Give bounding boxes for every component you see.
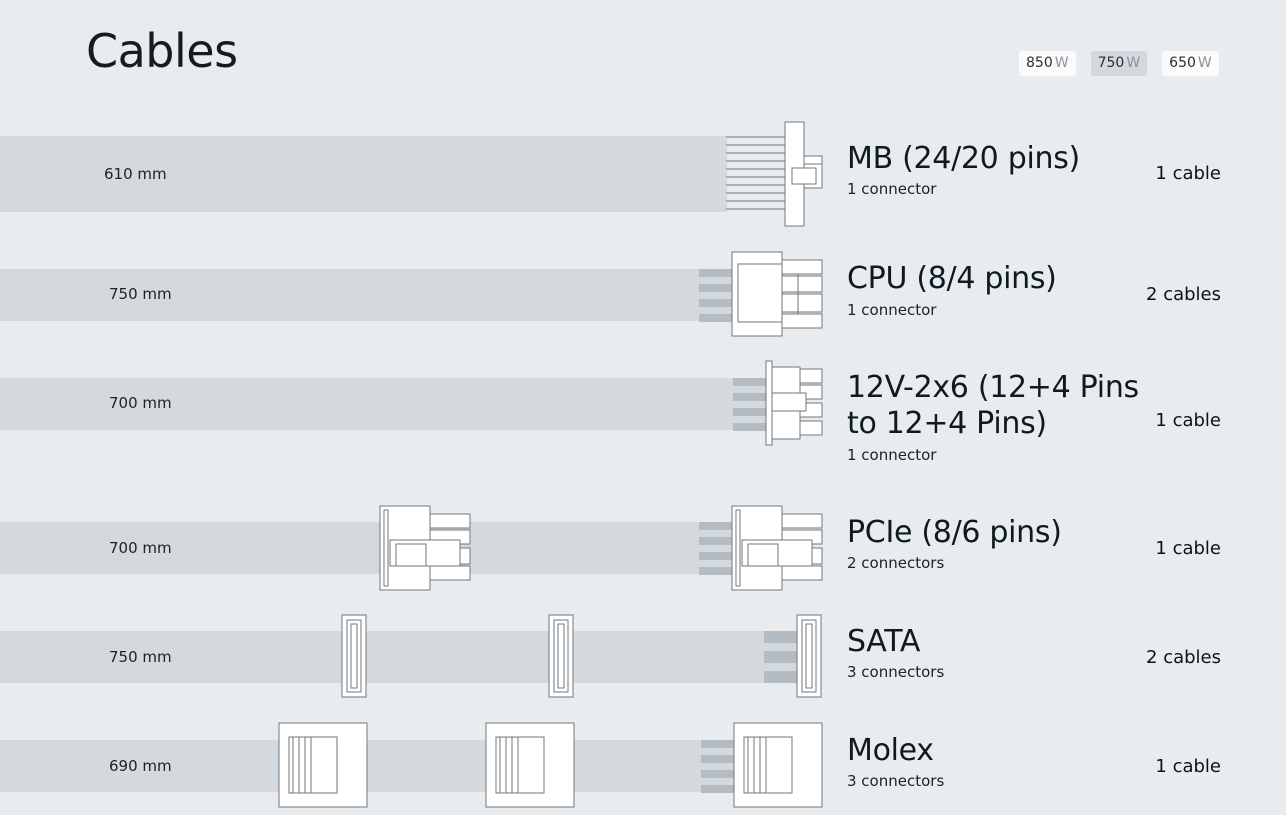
cable-band bbox=[0, 136, 727, 212]
cable-name: MB (24/20 pins) bbox=[847, 141, 1080, 176]
tab-650w-unit: W bbox=[1197, 55, 1212, 71]
cable-count: 2 cables bbox=[1146, 647, 1221, 668]
tab-750w-unit: W bbox=[1126, 55, 1141, 71]
cpu-8pin-connector-icon bbox=[731, 251, 823, 337]
cable-count: 1 cable bbox=[1155, 163, 1221, 184]
connector-count: 3 connectors bbox=[847, 772, 945, 790]
cable-count: 1 cable bbox=[1155, 410, 1221, 431]
12v-2x6-connector-icon bbox=[765, 360, 823, 446]
cable-pins bbox=[764, 631, 798, 683]
sata-connector-icon bbox=[548, 614, 574, 698]
cable-count: 1 cable bbox=[1155, 756, 1221, 777]
pcie-8pin-connector-icon bbox=[731, 505, 823, 591]
cable-name: PCIe (8/6 pins) bbox=[847, 515, 1062, 550]
page-title: Cables bbox=[86, 24, 238, 78]
molex-connector-icon bbox=[278, 722, 368, 808]
tab-650w-value: 650 bbox=[1169, 55, 1196, 71]
cable-band bbox=[0, 522, 733, 574]
cable-length: 700 mm bbox=[109, 394, 172, 412]
cable-length: 610 mm bbox=[104, 165, 167, 183]
connector-count: 2 connectors bbox=[847, 554, 945, 572]
cable-name: CPU (8/4 pins) bbox=[847, 261, 1057, 296]
cable-pins bbox=[699, 522, 733, 575]
cable-name: SATA bbox=[847, 624, 921, 659]
mb-24pin-connector-icon bbox=[726, 121, 823, 227]
cable-length: 750 mm bbox=[109, 285, 172, 303]
connector-count: 1 connector bbox=[847, 180, 937, 198]
connector-count: 1 connector bbox=[847, 301, 937, 319]
molex-connector-icon bbox=[733, 722, 823, 808]
sata-connector-icon bbox=[796, 614, 822, 698]
cable-count: 1 cable bbox=[1155, 538, 1221, 559]
cable-count: 2 cables bbox=[1146, 284, 1221, 305]
cable-name-line1: 12V-2x6 (12+4 Pins bbox=[847, 370, 1139, 405]
cable-band bbox=[0, 631, 798, 683]
sata-connector-icon bbox=[341, 614, 367, 698]
cable-name-line2: to 12+4 Pins) bbox=[847, 406, 1047, 441]
cable-pins bbox=[701, 740, 735, 793]
tab-750w-value: 750 bbox=[1097, 55, 1125, 71]
cable-pins bbox=[699, 269, 733, 322]
tab-850w-value: 850 bbox=[1026, 55, 1053, 71]
pcie-8pin-connector-icon bbox=[379, 505, 471, 591]
cable-pins bbox=[733, 378, 767, 431]
cable-name: Molex bbox=[847, 733, 934, 768]
cable-band bbox=[0, 269, 733, 321]
tab-850w-unit: W bbox=[1054, 55, 1069, 71]
molex-connector-icon bbox=[485, 722, 575, 808]
connector-count: 3 connectors bbox=[847, 663, 945, 681]
cable-length: 690 mm bbox=[109, 757, 172, 775]
cable-length: 750 mm bbox=[109, 648, 172, 666]
cable-length: 700 mm bbox=[109, 539, 172, 557]
cable-band bbox=[0, 378, 767, 430]
connector-count: 1 connector bbox=[847, 446, 937, 464]
